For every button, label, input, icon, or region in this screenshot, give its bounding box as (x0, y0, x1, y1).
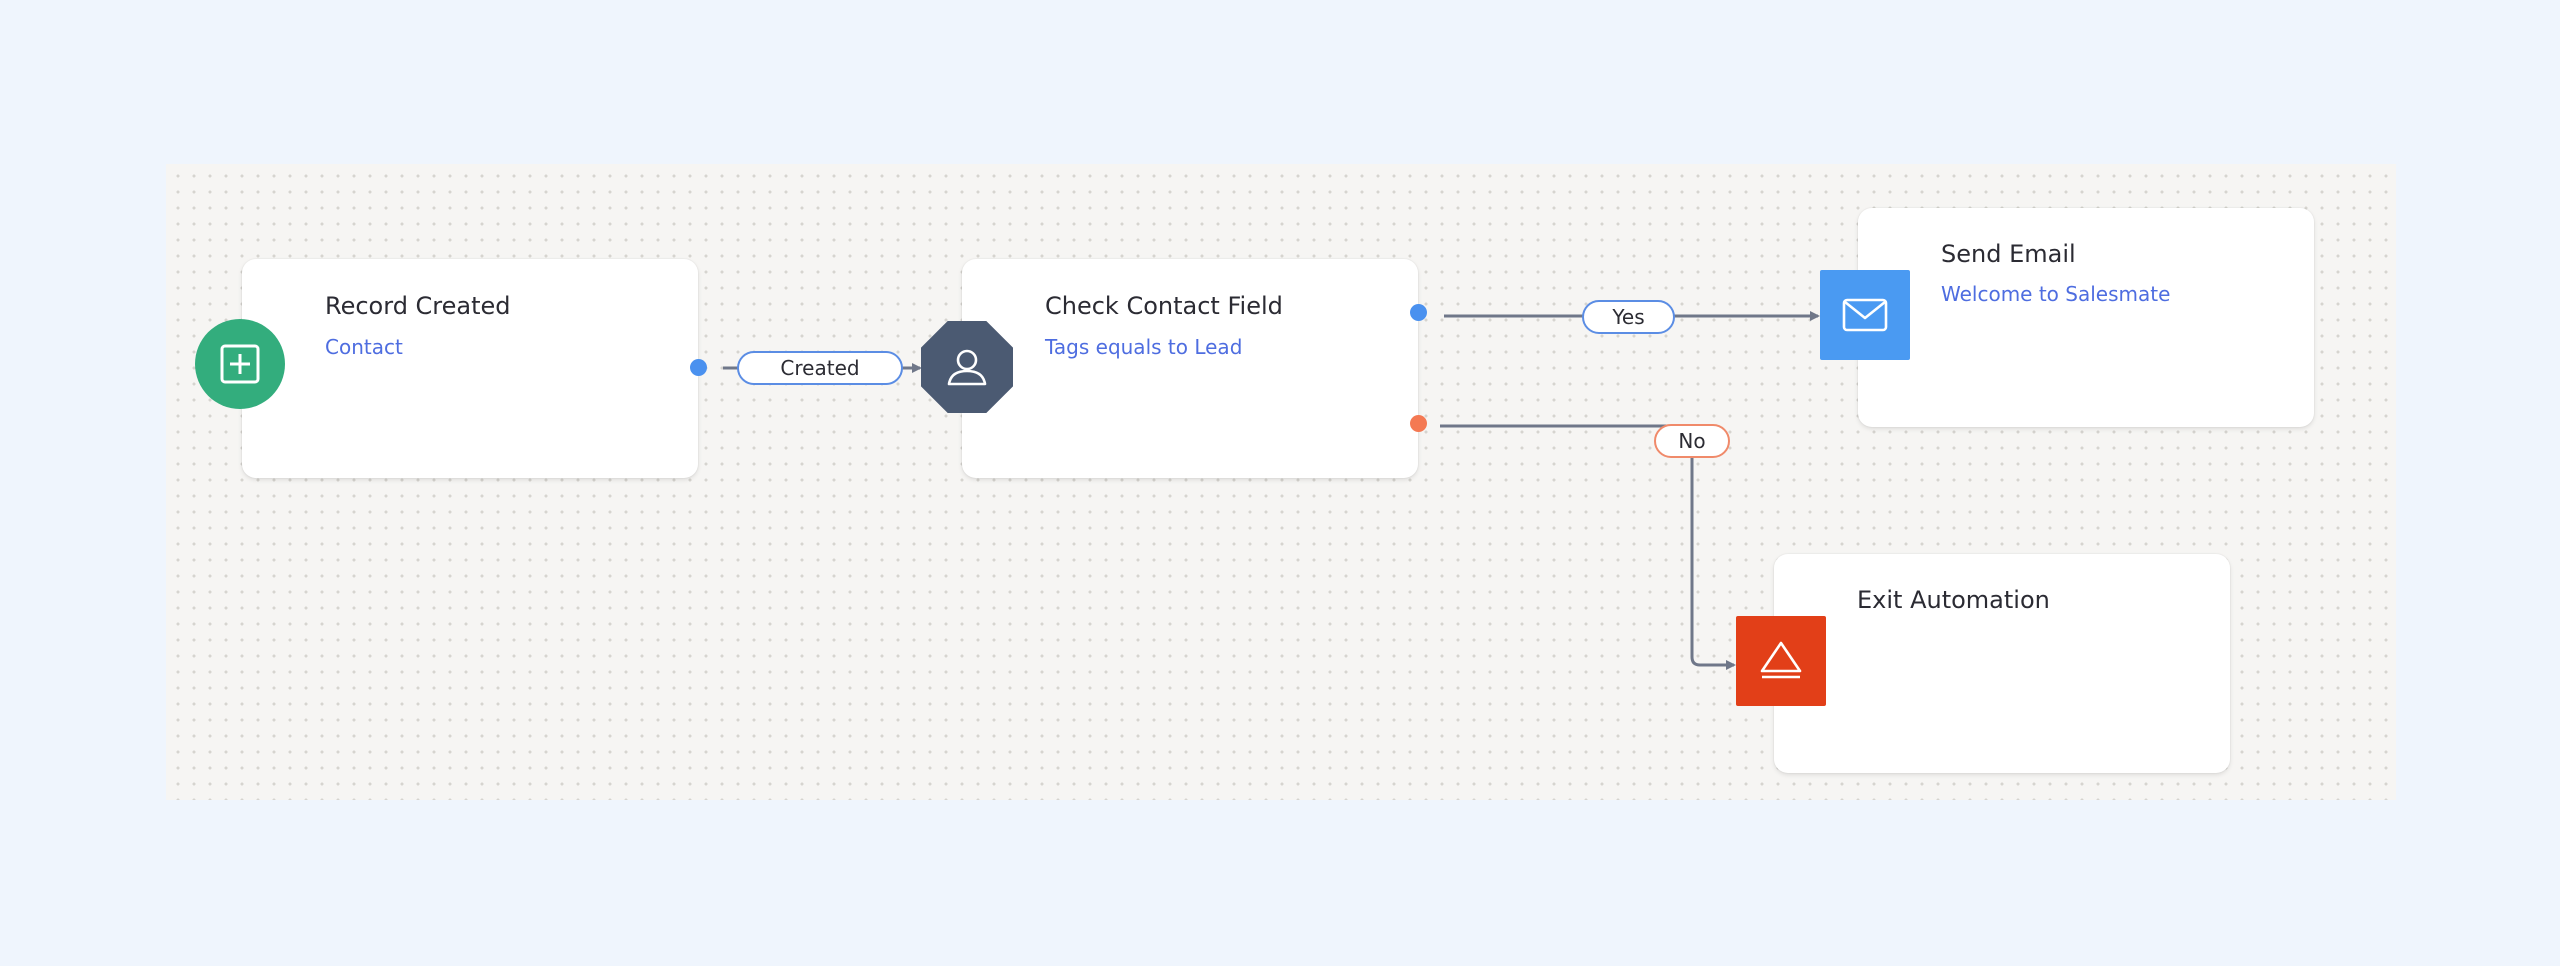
send-email-card[interactable]: Send Email Welcome to Salesmate (1858, 208, 2314, 427)
send-email-title: Send Email (1941, 240, 2076, 268)
condition-no-port[interactable] (1410, 415, 1427, 432)
record-created-title: Record Created (325, 292, 511, 320)
record-created-subtitle[interactable]: Contact (325, 335, 403, 359)
check-contact-field-subtitle[interactable]: Tags equals to Lead (1045, 335, 1243, 359)
send-email-subtitle[interactable]: Welcome to Salesmate (1941, 282, 2171, 306)
exit-automation-card[interactable]: Exit Automation (1774, 554, 2230, 773)
eject-icon[interactable] (1736, 616, 1826, 706)
user-icon[interactable] (921, 321, 1013, 413)
envelope-icon[interactable] (1820, 270, 1910, 360)
record-created-output-port[interactable] (690, 359, 707, 376)
check-contact-field-card[interactable]: Check Contact Field Tags equals to Lead (962, 259, 1418, 478)
record-created-card[interactable]: Record Created Contact (242, 259, 698, 478)
exit-automation-title: Exit Automation (1857, 586, 2050, 614)
yes-edge-label[interactable]: Yes (1582, 300, 1675, 334)
created-edge-label[interactable]: Created (737, 351, 903, 385)
plus-square-icon[interactable] (195, 319, 285, 409)
condition-yes-port[interactable] (1410, 304, 1427, 321)
check-contact-field-title: Check Contact Field (1045, 292, 1283, 320)
no-edge-label[interactable]: No (1654, 424, 1730, 458)
